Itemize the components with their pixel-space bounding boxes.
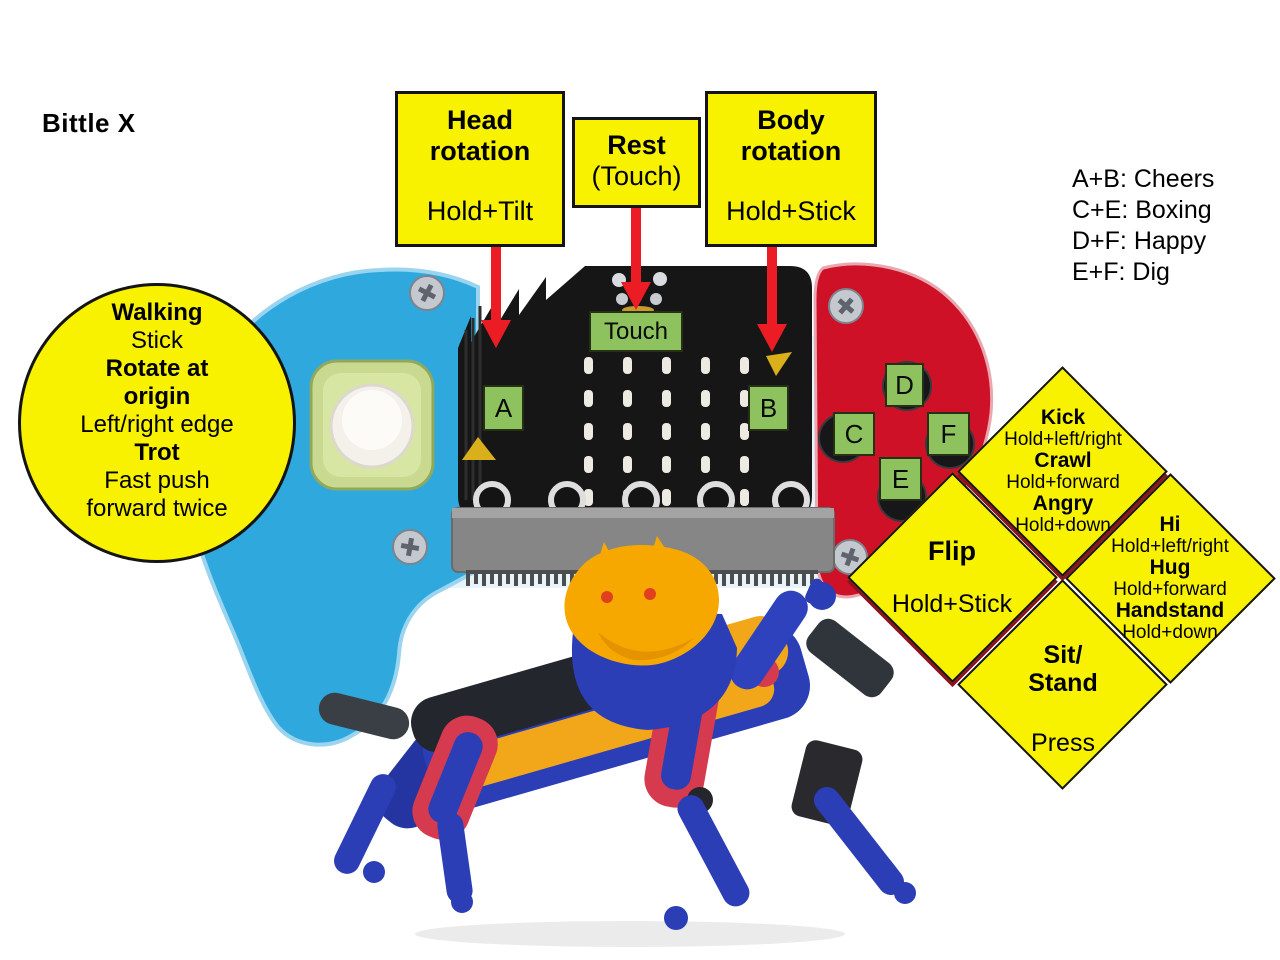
robot-dog-eye-left <box>601 591 613 603</box>
robot-dog-rear-leg-near <box>412 715 498 840</box>
button-label-a: A <box>483 385 524 431</box>
callout-head-rotation-title: Head rotation <box>429 105 531 166</box>
warning-triangle-b <box>766 352 792 376</box>
move-name: Hug <box>1149 556 1191 579</box>
diamond-f-text: Hi Hold+left/right Hug Hold+forward Hand… <box>1080 514 1260 643</box>
joystick-cap-highlight <box>342 390 402 450</box>
move-how: Hold+down <box>1015 514 1111 536</box>
move-name: Handstand <box>1115 599 1225 622</box>
circle-line: Stick <box>130 327 183 354</box>
button-label-c: C <box>833 412 875 456</box>
combo-line: D+F: Happy <box>1072 227 1207 255</box>
diamond-d-text: Kick Hold+left/right Crawl Hold+forward … <box>973 407 1153 536</box>
circle-line: Left/right edge <box>80 411 234 438</box>
robot-dog-paw <box>664 906 688 930</box>
button-label-touch: Touch <box>589 311 683 352</box>
combo-line: C+E: Boxing <box>1072 196 1212 224</box>
move-how: Hold+forward <box>1006 471 1120 493</box>
robot-dog-muzzle-shade <box>598 632 694 661</box>
circle-line: Walking <box>111 299 203 326</box>
move-name: Flip <box>928 536 976 566</box>
move-name: Hi <box>1159 513 1181 536</box>
circle-line: Rotate at <box>105 355 209 382</box>
move-name: Kick <box>1040 406 1086 429</box>
move-how: Hold+left/right <box>1111 535 1229 557</box>
page-title: Bittle X <box>42 108 136 138</box>
move-name: Angry <box>1032 492 1094 515</box>
board-dot <box>616 293 628 305</box>
circle-line: origin <box>123 383 191 410</box>
circle-line: Trot <box>134 439 180 466</box>
callout-body-rotation-title: Body rotation <box>740 105 842 166</box>
microbit-board <box>458 266 812 518</box>
move-how: Press <box>1031 729 1095 757</box>
circle-line: Fast push <box>104 467 210 494</box>
move-how: Hold+Stick <box>891 590 1013 618</box>
callout-body-rotation: Body rotation Hold+Stick <box>705 91 877 247</box>
robot-dog-forearm <box>806 618 894 698</box>
callout-body-rotation-action: Hold+Stick <box>726 196 856 226</box>
screw-top-right <box>828 288 864 324</box>
robot-dog-tail <box>318 692 410 740</box>
robot-dog-paw <box>894 882 916 904</box>
move-how: Hold+left/right <box>1004 428 1122 450</box>
callout-rest-subtitle: (Touch) <box>591 161 682 191</box>
walking-stick-callout: Walking Stick Rotate at origin Left/righ… <box>18 283 296 563</box>
callout-rest: Rest (Touch) <box>572 117 701 208</box>
button-label-b: B <box>748 385 789 431</box>
robot-dog-eye-right <box>644 588 656 600</box>
edge-connector-highlight <box>452 508 834 518</box>
combo-line: E+F: Dig <box>1072 258 1170 286</box>
callout-head-rotation: Head rotation Hold+Tilt <box>395 91 565 247</box>
move-name: Stand <box>1028 669 1098 697</box>
robot-dog-mid-shin <box>677 795 750 907</box>
robot-dog-paw <box>451 891 473 913</box>
robot-dog-rear-shin-near <box>437 812 473 904</box>
diamond-e-text: Sit/ Stand Press <box>993 641 1133 757</box>
robot-dog-front-shin-far <box>813 787 905 895</box>
board-dot <box>612 273 626 287</box>
board-pin-strip <box>464 306 482 510</box>
robot-dog-shadow <box>415 921 845 947</box>
board-dot <box>650 293 662 305</box>
robot-dog-head <box>564 545 719 666</box>
robot-dog-illustration <box>318 536 916 947</box>
button-label-f: F <box>927 412 970 456</box>
board-dot <box>653 272 667 286</box>
robot-dog-raised-arm <box>730 590 808 690</box>
callout-rest-title: Rest <box>607 130 666 160</box>
robot-dog-claw <box>805 578 823 604</box>
button-label-e: E <box>879 457 922 501</box>
callout-head-rotation-action: Hold+Tilt <box>426 196 534 226</box>
warning-triangle-a <box>462 437 496 460</box>
combo-line: A+B: Cheers <box>1072 165 1215 193</box>
robot-dog-rear-shin-far <box>334 774 396 874</box>
move-how: Hold+down <box>1122 621 1218 643</box>
screw-bottom-left <box>392 529 428 565</box>
robot-dog-paw <box>363 861 385 883</box>
circle-line: forward twice <box>86 495 228 522</box>
diamond-c-text: Flip Hold+Stick <box>872 537 1032 619</box>
move-name: Sit/ <box>1043 641 1083 669</box>
combo-move-list: A+B: Cheers C+E: Boxing D+F: Happy E+F: … <box>1072 164 1214 288</box>
button-label-d: D <box>885 363 924 407</box>
move-name: Crawl <box>1034 449 1092 472</box>
led-matrix <box>584 357 749 506</box>
move-how: Hold+forward <box>1113 578 1227 600</box>
screw-top-left <box>409 275 445 311</box>
